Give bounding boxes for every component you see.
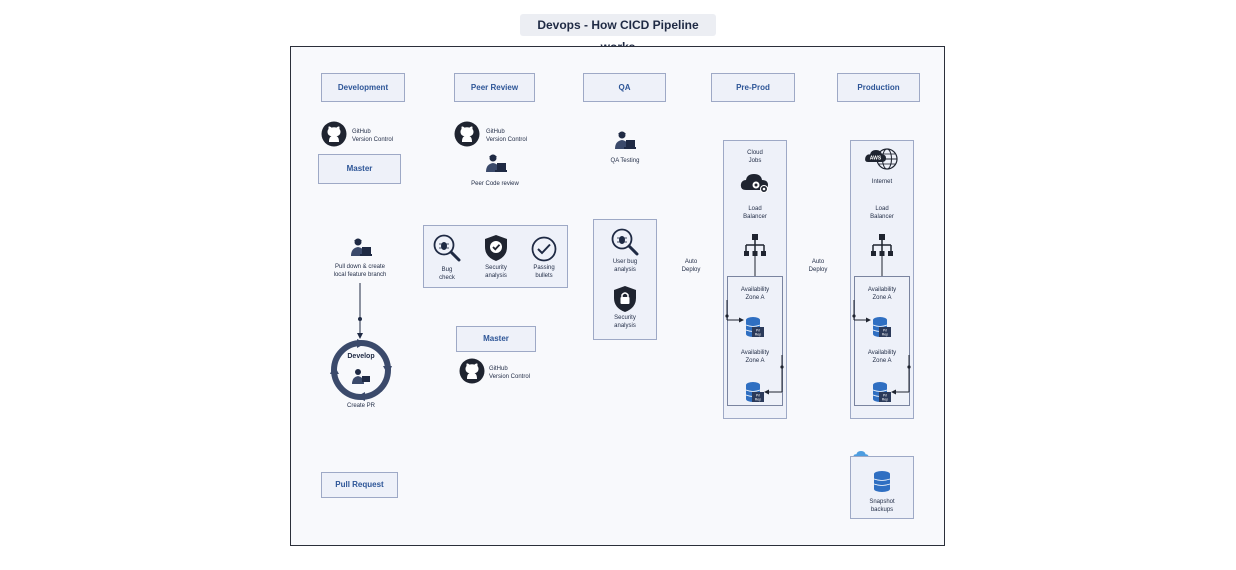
pre-prod-zones-box	[727, 276, 783, 406]
stage-peer-review: Peer Review	[454, 73, 535, 102]
production-column	[850, 140, 914, 419]
internet-label: Internet	[871, 179, 893, 185]
database-icon: Pri Rep	[872, 382, 891, 402]
shield-check-icon	[485, 235, 507, 261]
db-badge-top: Pri	[883, 394, 888, 398]
zone-connector	[764, 355, 784, 395]
bug-search-icon	[611, 228, 639, 256]
qa-checks-box	[593, 219, 657, 340]
pull-request-box: Pull Request	[321, 472, 398, 498]
diagram-title: Devops - How CICD Pipeline works	[520, 14, 716, 54]
aws-globe-icon: AWS	[865, 148, 898, 170]
github-icon	[459, 358, 485, 384]
peer-master-box: Master	[456, 326, 536, 352]
database-icon: Pri Rep	[872, 317, 891, 337]
db-badge-bottom: Rep	[882, 333, 888, 337]
database-icon: Pri Rep	[745, 382, 764, 402]
develop-label: Develop	[347, 353, 375, 360]
db-badge-top: Pri	[883, 329, 888, 333]
stage-pre-prod: Pre-Prod	[711, 73, 795, 102]
db-badge-bottom: Rep	[882, 398, 888, 402]
database-icon: Pri Rep	[745, 317, 764, 337]
develop-cycle-icon	[330, 339, 392, 401]
load-balancer-icon	[871, 234, 893, 276]
create-pr-label: Create PR	[346, 403, 375, 409]
developer-icon	[351, 238, 372, 256]
qa-tester-icon	[615, 131, 636, 149]
peer-code-review-label: Peer Code review	[471, 181, 519, 187]
dev-master-box: Master	[318, 154, 401, 184]
db-badge-bottom: Rep	[755, 398, 761, 402]
db-badge-bottom: Rep	[755, 333, 761, 337]
stage-production: Production	[837, 73, 920, 102]
cloud-gear-icon	[740, 174, 768, 193]
shield-lock-icon	[614, 286, 636, 312]
reviewer-icon	[486, 154, 507, 172]
github-icon	[321, 121, 347, 147]
aws-label: AWS	[870, 156, 882, 162]
load-balancer-icon	[744, 234, 766, 276]
production-zones-box	[854, 276, 910, 406]
qa-testing-label: QA Testing	[610, 158, 640, 164]
stage-development: Development	[321, 73, 405, 102]
zone-connector	[725, 300, 744, 323]
database-icon	[873, 471, 891, 492]
zone-connector	[891, 355, 911, 395]
github-icon	[454, 121, 480, 147]
zone-connector	[852, 300, 871, 323]
bug-search-icon	[433, 234, 461, 262]
check-circle-icon	[531, 236, 557, 262]
stage-qa: QA	[583, 73, 666, 102]
pull-to-develop-arrow	[357, 283, 363, 339]
db-badge-top: Pri	[756, 394, 761, 398]
db-badge-top: Pri	[756, 329, 761, 333]
